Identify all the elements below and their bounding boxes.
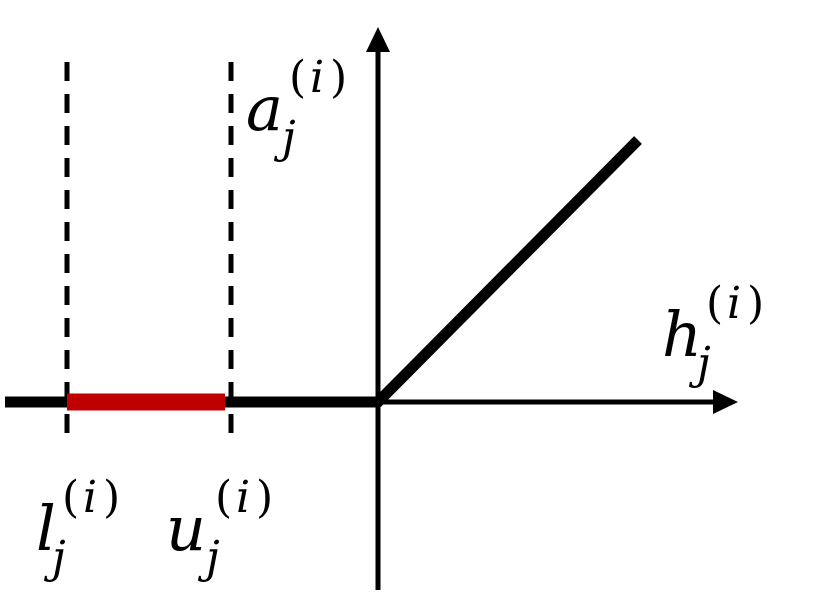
u-label-sup-var: i xyxy=(236,472,250,523)
y-label-base: a xyxy=(246,72,283,145)
x-label-sup-close: ) xyxy=(747,278,764,329)
u-label-sup-close: ) xyxy=(256,472,273,523)
y-label-sup-var: i xyxy=(310,52,324,103)
y-label-sup-open: ( xyxy=(289,52,306,103)
x-axis-arrowhead xyxy=(713,390,738,414)
x-label-sup-var: i xyxy=(727,278,741,329)
u-label-sup-open: ( xyxy=(215,472,232,523)
relu-curve xyxy=(5,136,642,408)
upper-bound-label: u j ( i ) xyxy=(166,472,273,583)
l-label-sup-close: ) xyxy=(103,472,120,523)
x-label-sup-open: ( xyxy=(706,278,723,329)
l-label-sup-var: i xyxy=(83,472,97,523)
y-label-sup-close: ) xyxy=(330,52,347,103)
u-label-base: u xyxy=(166,492,206,565)
x-label-base: h xyxy=(662,298,702,371)
y-axis-label: a j ( i ) xyxy=(246,52,347,163)
y-axis-arrowhead xyxy=(366,27,390,52)
l-label-base: l xyxy=(36,492,56,565)
l-label-sup-open: ( xyxy=(62,472,79,523)
x-axis-label: h j ( i ) xyxy=(662,278,764,389)
lower-bound-label: l j ( i ) xyxy=(36,472,120,583)
